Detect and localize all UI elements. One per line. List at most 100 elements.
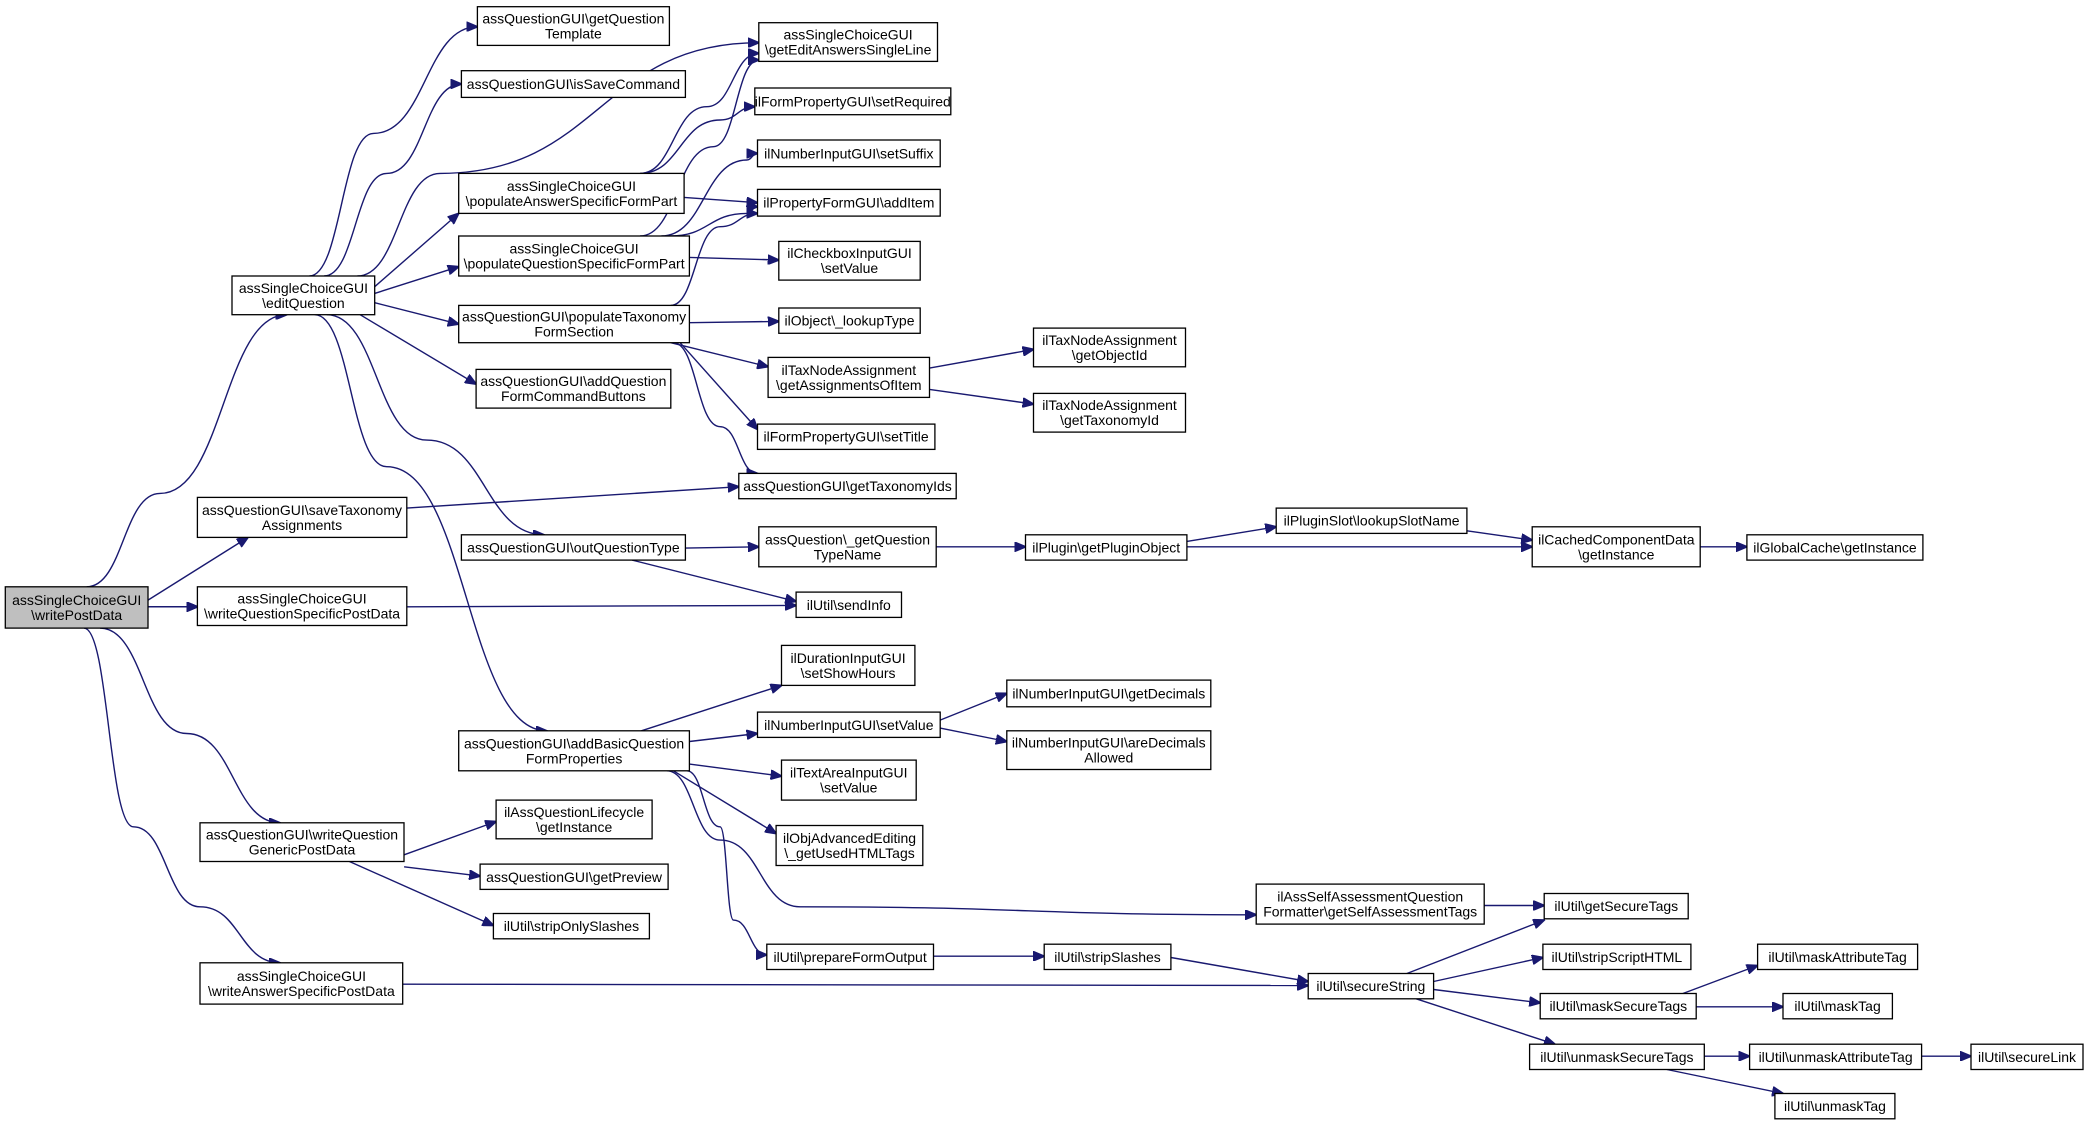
node-isSaveCmd[interactable]: assQuestionGUI\isSaveCommand	[460, 70, 687, 99]
node-unmaskTag[interactable]: ilUtil\unmaskTag	[1774, 1092, 1896, 1120]
node-box	[458, 304, 691, 344]
node-selfAssess[interactable]: ilAssSelfAssessmentQuestionFormatter\get…	[1255, 883, 1485, 925]
node-stripOnly[interactable]: ilUtil\stripOnlySlashes	[492, 912, 651, 940]
node-getPluginObj[interactable]: ilPlugin\getPluginObject	[1024, 534, 1188, 561]
node-box	[780, 759, 917, 801]
node-lifecycle[interactable]: ilAssQuestionLifecycle\getInstance	[495, 799, 653, 840]
node-popAnsSpec[interactable]: assSingleChoiceGUI\populateAnswerSpecifi…	[458, 172, 685, 215]
node-label: Assignments	[262, 517, 342, 533]
node-cachedComp[interactable]: ilCachedComponentData\getInstance	[1531, 526, 1701, 568]
call-edge	[406, 487, 739, 509]
call-edge	[86, 315, 287, 588]
call-edge	[641, 685, 781, 732]
call-edge	[670, 213, 758, 307]
call-edge	[309, 27, 477, 277]
node-addQCmd[interactable]: assQuestionGUI\addQuestionFormCommandBut…	[475, 368, 672, 409]
call-edge	[99, 627, 280, 823]
node-box	[1531, 526, 1701, 568]
node-getTaxIds[interactable]: assQuestionGUI\getTaxonomyIds	[738, 472, 957, 500]
node-label: assQuestionGUI\getPreview	[486, 869, 663, 885]
node-popTax[interactable]: assQuestionGUI\populateTaxonomyFormSecti…	[458, 304, 691, 344]
node-cbSetValue[interactable]: ilCheckboxInputGUI\setValue	[778, 240, 921, 281]
node-maskAttr[interactable]: ilUtil\maskAttributeTag	[1756, 943, 1919, 971]
node-label: FormProperties	[526, 750, 622, 766]
call-edge	[640, 60, 759, 237]
node-label: ilNumberInputGUI\areDecimals	[1012, 735, 1206, 751]
call-edge	[673, 342, 757, 474]
node-outQType[interactable]: assQuestionGUI\outQuestionType	[460, 534, 687, 561]
call-edge	[684, 196, 757, 202]
node-usedHTML[interactable]: ilObjAdvancedEditing\_getUsedHTMLTags	[775, 824, 924, 867]
node-setTitle[interactable]: ilFormPropertyGUI\setTitle	[756, 423, 936, 451]
node-prepForm[interactable]: ilUtil\prepareFormOutput	[766, 943, 935, 971]
node-popQSpec[interactable]: assSingleChoiceGUI\populateQuestionSpeci…	[458, 235, 691, 277]
call-edge	[1170, 956, 1308, 982]
node-label: assQuestionGUI\saveTaxonomy	[202, 502, 402, 518]
node-addBasic[interactable]: assQuestionGUI\addBasicQuestionFormPrope…	[458, 730, 691, 772]
call-edge	[1466, 530, 1532, 540]
node-label: \getInstance	[536, 819, 612, 835]
call-edge	[406, 605, 796, 606]
node-setRequired[interactable]: ilFormPropertyGUI\setRequired	[754, 87, 952, 116]
node-label: \getAssignmentsOfItem	[776, 377, 922, 393]
node-getTaxonomyId[interactable]: ilTaxNodeAssignment\getTaxonomyId	[1032, 392, 1187, 433]
node-label: assQuestionGUI\outQuestionType	[467, 539, 680, 555]
node-label: ilTextAreaInputGUI	[790, 765, 908, 781]
node-stripSlashes[interactable]: ilUtil\stripSlashes	[1043, 943, 1172, 971]
node-label: ilUtil\maskSecureTags	[1549, 998, 1687, 1014]
node-lookupType[interactable]: ilObject\_lookupType	[778, 307, 921, 334]
node-label: ilUtil\secureString	[1316, 978, 1425, 994]
node-box	[460, 70, 687, 99]
node-label: ilUtil\sendInfo	[807, 597, 891, 613]
node-label: assQuestionGUI\addBasicQuestion	[464, 735, 684, 751]
node-maskTag[interactable]: ilUtil\maskTag	[1782, 992, 1894, 1020]
node-label: \setShowHours	[801, 665, 896, 681]
node-label: \getTaxonomyId	[1060, 412, 1159, 428]
node-label: \getEditAnswersSingleLine	[765, 42, 932, 58]
node-maskSecure[interactable]: ilUtil\maskSecureTags	[1539, 992, 1697, 1020]
node-stripScript[interactable]: ilUtil\stripScriptHTML	[1542, 943, 1692, 971]
node-lookupSlot[interactable]: ilPluginSlot\lookupSlotName	[1275, 507, 1468, 535]
node-label: ilNumberInputGUI\setSuffix	[764, 145, 933, 161]
node-writePostData[interactable]: assSingleChoiceGUI\writePostData	[4, 586, 149, 629]
node-box	[1307, 972, 1435, 1000]
node-writeQSpec[interactable]: assSingleChoiceGUI\writeQuestionSpecific…	[196, 586, 408, 627]
node-writeQGen[interactable]: assQuestionGUI\writeQuestionGenericPostD…	[199, 822, 405, 863]
node-getPreview[interactable]: assQuestionGUI\getPreview	[479, 863, 669, 891]
node-secureLink[interactable]: ilUtil\secureLink	[1970, 1043, 2084, 1071]
node-addItem[interactable]: ilPropertyFormGUI\addItem	[756, 188, 941, 217]
node-setSuffix[interactable]: ilNumberInputGUI\setSuffix	[756, 139, 941, 168]
node-label: assQuestionGUI\getQuestion	[482, 11, 664, 27]
node-getAssign[interactable]: ilTaxNodeAssignment\getAssignmentsOfItem	[767, 356, 931, 399]
call-edge	[1406, 920, 1544, 975]
node-label: assQuestion\_getQuestion	[765, 531, 930, 547]
node-getObjectId[interactable]: ilTaxNodeAssignment\getObjectId	[1032, 327, 1187, 368]
node-getEditAns[interactable]: assSingleChoiceGUI\getEditAnswersSingleL…	[758, 22, 939, 63]
node-unmaskSecure[interactable]: ilUtil\unmaskSecureTags	[1528, 1043, 1705, 1071]
node-writeAnsSpec[interactable]: assSingleChoiceGUI\writeAnswerSpecificPo…	[199, 962, 404, 1005]
node-box	[1024, 534, 1188, 561]
node-editQuestion[interactable]: assSingleChoiceGUI\editQuestion	[231, 275, 376, 316]
node-label: ilNumberInputGUI\setValue	[764, 717, 934, 733]
node-globalCache[interactable]: ilGlobalCache\getInstance	[1746, 534, 1924, 561]
node-taSetValue[interactable]: ilTextAreaInputGUI\setValue	[780, 759, 917, 801]
node-label: \getInstance	[1578, 546, 1654, 562]
edges-layer	[83, 27, 1971, 1094]
node-box	[1275, 507, 1468, 535]
node-sendInfo[interactable]: ilUtil\sendInfo	[795, 591, 903, 619]
node-getDecimals[interactable]: ilNumberInputGUI\getDecimals	[1006, 679, 1212, 708]
call-edge	[661, 153, 757, 237]
node-secureString[interactable]: ilUtil\secureString	[1307, 972, 1435, 1000]
node-getSecureTags[interactable]: ilUtil\getSecureTags	[1543, 892, 1689, 920]
node-durHours[interactable]: ilDurationInputGUI\setShowHours	[780, 644, 916, 687]
node-label: ilDurationInputGUI	[791, 650, 906, 666]
node-numSetValue[interactable]: ilNumberInputGUI\setValue	[756, 711, 941, 739]
node-label: assSingleChoiceGUI	[239, 280, 368, 296]
node-unmaskAttr[interactable]: ilUtil\unmaskAttributeTag	[1748, 1043, 1923, 1071]
node-label: ilObjAdvancedEditing	[783, 830, 916, 846]
node-label: assSingleChoiceGUI	[510, 241, 639, 257]
